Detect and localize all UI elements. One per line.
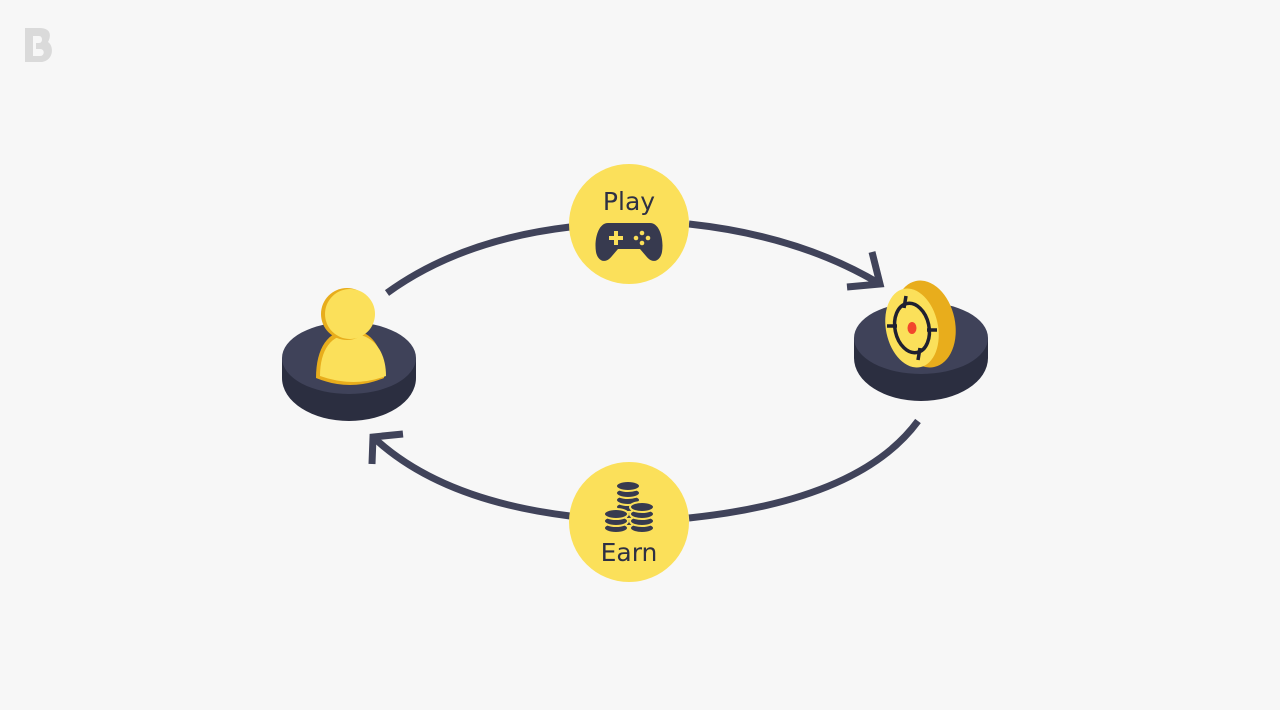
arrow-goal-to-earn	[688, 418, 921, 522]
b-logo-icon	[25, 28, 52, 62]
play-label: Play	[603, 187, 655, 216]
arrow-earn-to-player	[370, 434, 571, 520]
target-coin-icon	[885, 280, 956, 368]
player-node	[282, 288, 416, 421]
goal-node	[854, 280, 988, 401]
gamepad-icon	[595, 223, 663, 261]
cycle-arrows	[368, 220, 921, 522]
earn-node: Earn	[569, 462, 689, 582]
arrowhead-to-player	[368, 430, 404, 465]
earn-label: Earn	[601, 538, 658, 567]
play-node: Play	[569, 164, 689, 284]
arrowhead-to-goal	[846, 251, 885, 291]
arrow-play-to-goal	[688, 220, 882, 288]
user-pawn-icon	[316, 288, 386, 385]
arrow-player-to-play	[384, 223, 571, 296]
coin-stacks-icon	[603, 480, 655, 534]
